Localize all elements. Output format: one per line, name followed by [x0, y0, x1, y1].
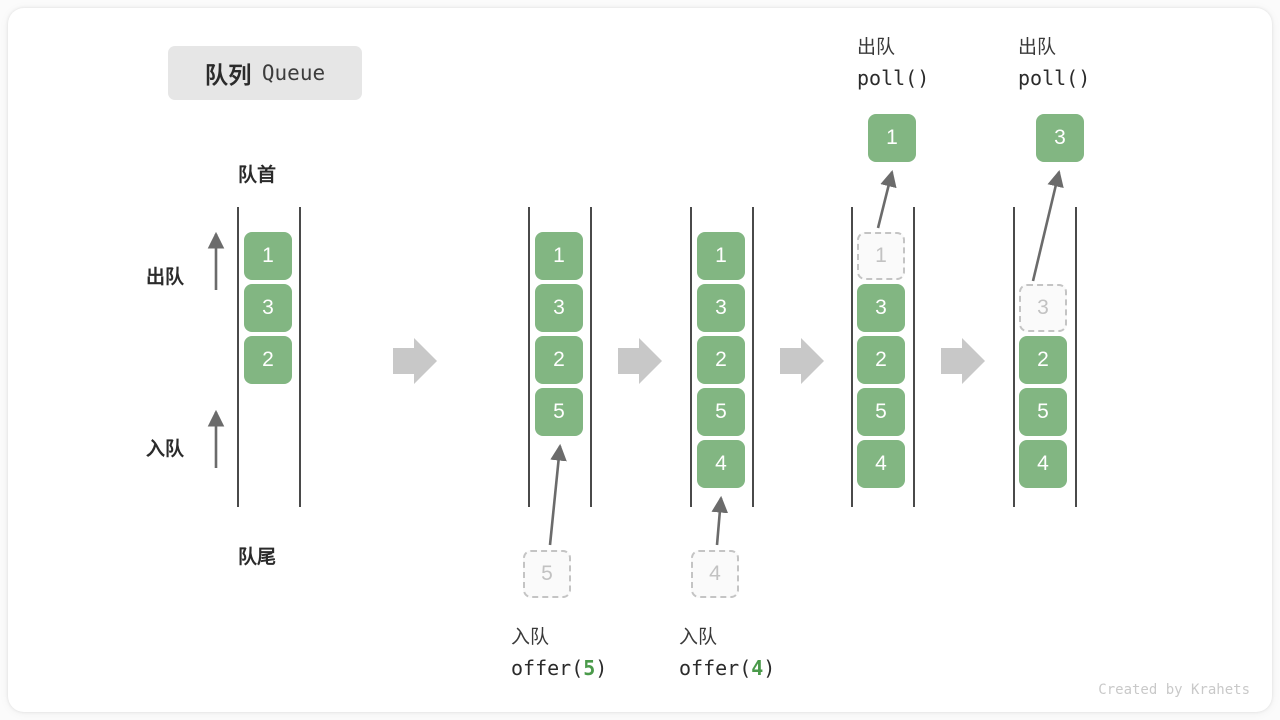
queue-cell: 1: [535, 232, 583, 280]
queue-rail-left-2: [528, 207, 530, 507]
operation-label-cn: 出队: [1018, 37, 1057, 58]
diagram-title-chip: 队列 Queue: [168, 46, 362, 100]
label-queue-head: 队首: [238, 165, 277, 186]
queue-cell: 3: [857, 284, 905, 332]
queue-cell: 1: [697, 232, 745, 280]
operation-label-cn: 入队: [679, 627, 718, 648]
queue-cell: 5: [1019, 388, 1067, 436]
queue-rail-left-4: [851, 207, 853, 507]
queue-rail-right-4: [913, 207, 915, 507]
queue-cell: 4: [857, 440, 905, 488]
operation-code-suffix: ): [595, 656, 608, 680]
queue-rail-left-3: [690, 207, 692, 507]
queue-cell-new: 4: [697, 440, 745, 488]
queue-rail-left-1: [237, 207, 239, 507]
queue-rail-right-1: [299, 207, 301, 507]
queue-rail-right-3: [752, 207, 754, 507]
title-english: Queue: [261, 61, 326, 85]
operation-code: poll(): [857, 66, 930, 90]
queue-cell: 5: [697, 388, 745, 436]
queue-cell-ghost: 3: [1019, 284, 1067, 332]
operation-code-prefix: offer(: [511, 656, 584, 680]
queue-cell: 3: [244, 284, 292, 332]
operation-code-prefix: offer(: [679, 656, 752, 680]
queue-cell: 5: [857, 388, 905, 436]
queue-cell: 2: [857, 336, 905, 384]
operation-code: poll(): [1018, 66, 1091, 90]
operation-code-suffix: ): [763, 656, 776, 680]
queue-cell-popped: 3: [1036, 114, 1084, 162]
operation-code-number: 5: [583, 656, 596, 680]
operation-label-cn: 入队: [511, 627, 550, 648]
credit-text: Created by Krahets: [1098, 682, 1250, 698]
label-queue-tail: 队尾: [238, 547, 277, 568]
label-dequeue-direction: 出队: [146, 267, 185, 288]
queue-cell-new: 5: [535, 388, 583, 436]
queue-cell: 2: [697, 336, 745, 384]
queue-cell-popped: 1: [868, 114, 916, 162]
operation-label-cn: 出队: [857, 37, 896, 58]
queue-cell: 1: [244, 232, 292, 280]
label-enqueue-direction: 入队: [146, 439, 185, 460]
queue-cell: 2: [244, 336, 292, 384]
queue-cell: 4: [1019, 440, 1067, 488]
title-chinese: 队列: [204, 62, 252, 88]
diagram-card: [8, 8, 1272, 712]
operation-code-number: 4: [751, 656, 764, 680]
queue-cell: 3: [697, 284, 745, 332]
queue-cell: 2: [1019, 336, 1067, 384]
queue-cell: 3: [535, 284, 583, 332]
queue-rail-right-2: [590, 207, 592, 507]
operation-code: offer(5): [511, 656, 607, 680]
queue-cell: 2: [535, 336, 583, 384]
queue-rail-left-5: [1013, 207, 1015, 507]
queue-cell-ghost: 1: [857, 232, 905, 280]
operation-code: offer(4): [679, 656, 775, 680]
queue-cell-ghost: 4: [691, 550, 739, 598]
queue-rail-right-5: [1075, 207, 1077, 507]
queue-cell-ghost: 5: [523, 550, 571, 598]
